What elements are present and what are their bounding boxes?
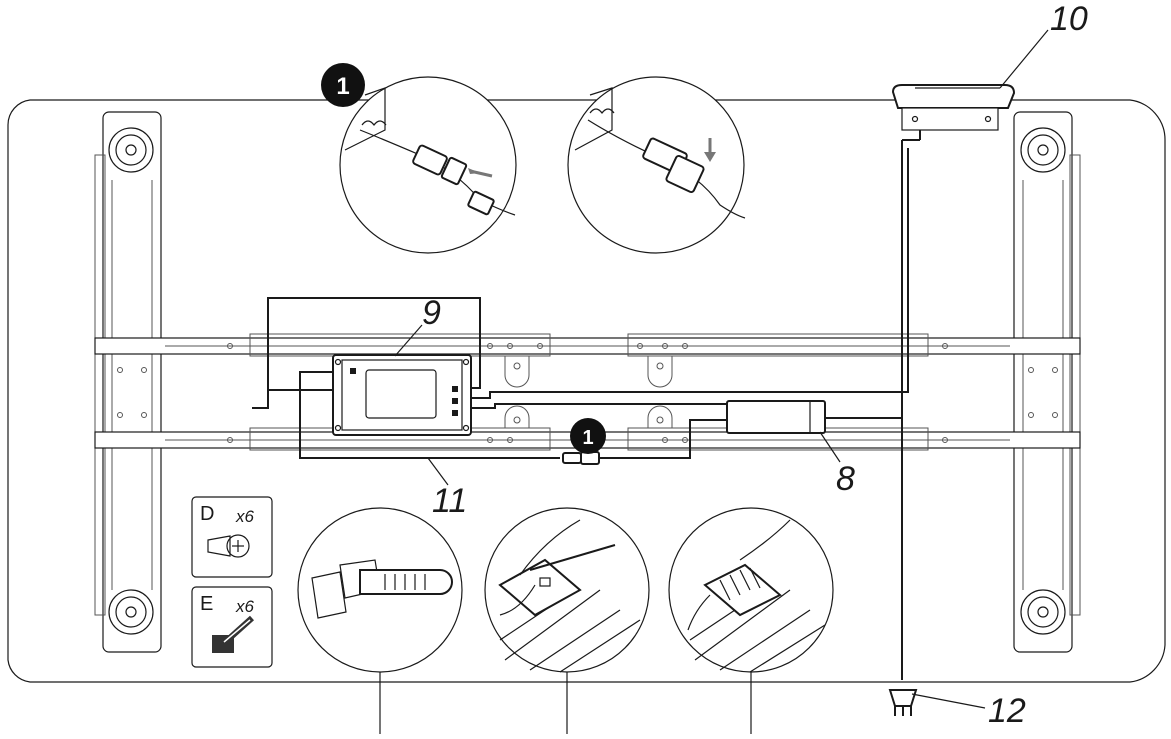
step-badge-top: 1 bbox=[321, 63, 365, 107]
svg-text:12: 12 bbox=[988, 692, 1026, 730]
detail-cable-secured bbox=[668, 507, 834, 734]
upper-crossbeam bbox=[94, 333, 1081, 357]
kit-d-qty: x6 bbox=[235, 507, 255, 526]
right-top-glide-icon bbox=[1020, 127, 1066, 173]
detail-tie-installed bbox=[484, 507, 650, 734]
right-leg-foot bbox=[1013, 111, 1081, 653]
control-box bbox=[332, 354, 472, 436]
svg-text:8: 8 bbox=[836, 460, 855, 498]
handset-controller bbox=[891, 84, 1016, 141]
svg-text:1: 1 bbox=[336, 73, 349, 100]
left-bottom-glide-icon bbox=[108, 589, 154, 635]
detail-connect-plug bbox=[339, 76, 517, 254]
cable-tie-icon bbox=[212, 615, 255, 653]
svg-text:11: 11 bbox=[432, 482, 467, 520]
right-bottom-glide-icon bbox=[1020, 589, 1066, 635]
step-badge-middle: 1 bbox=[570, 418, 606, 454]
callout-9: 9 bbox=[394, 294, 441, 357]
left-top-glide-icon bbox=[108, 127, 154, 173]
power-supply bbox=[726, 400, 826, 434]
left-leg-foot bbox=[94, 111, 162, 653]
kit-e-letter: E bbox=[200, 593, 213, 615]
power-plug bbox=[888, 689, 918, 716]
svg-text:9: 9 bbox=[422, 294, 441, 332]
inline-connector bbox=[562, 451, 600, 465]
hardware-kit-e: E x6 bbox=[191, 586, 273, 668]
detail-cable-tie bbox=[297, 507, 463, 734]
cable-routing bbox=[252, 140, 909, 680]
svg-text:1: 1 bbox=[582, 427, 593, 449]
screw-icon bbox=[207, 534, 250, 558]
callout-12: 12 bbox=[911, 692, 1026, 730]
callout-11: 11 bbox=[427, 457, 467, 520]
detail-plug-locked bbox=[567, 76, 746, 254]
kit-e-qty: x6 bbox=[235, 597, 255, 616]
svg-text:10: 10 bbox=[1050, 0, 1088, 38]
hardware-kit-d: D x6 bbox=[191, 496, 273, 578]
desktop-outline bbox=[7, 99, 1166, 683]
mounting-brackets bbox=[504, 356, 673, 428]
callout-10: 10 bbox=[999, 0, 1088, 89]
kit-d-letter: D bbox=[200, 503, 214, 525]
callout-8: 8 bbox=[819, 431, 855, 498]
